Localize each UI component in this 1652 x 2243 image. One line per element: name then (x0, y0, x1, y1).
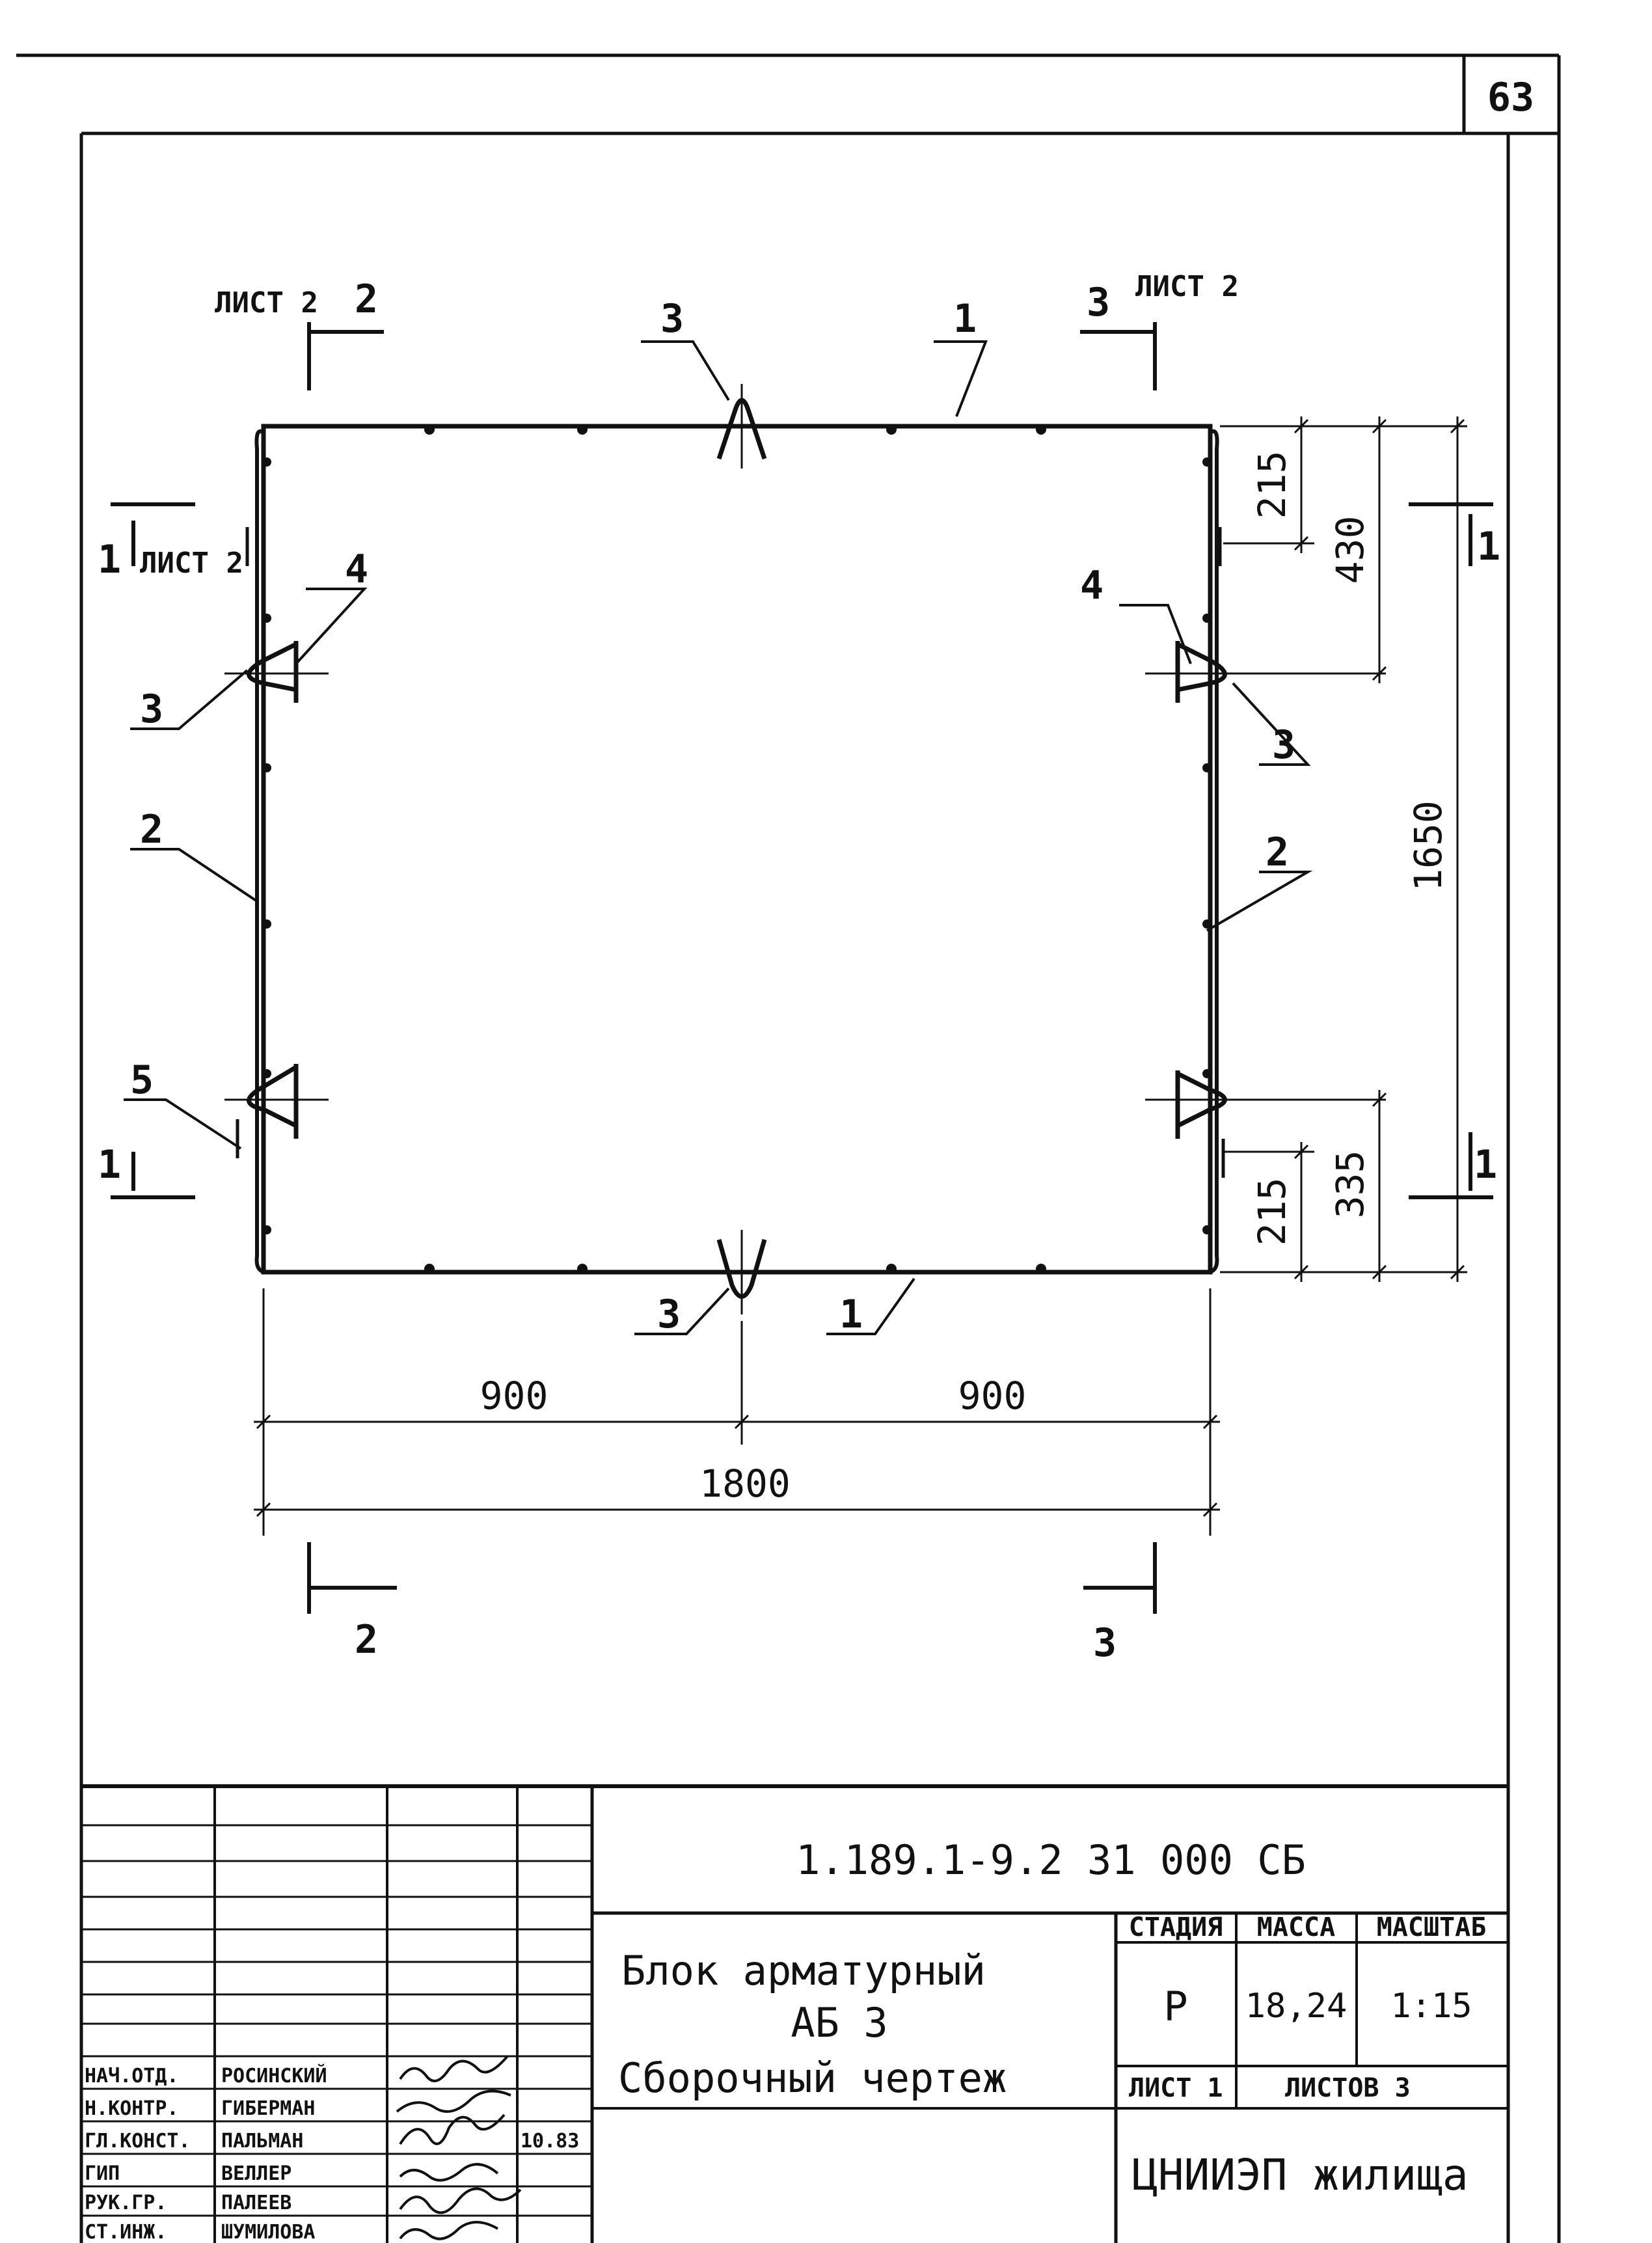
name-0: РОСИНСКИЙ (221, 2064, 327, 2087)
callout-right-bar: 2 (1266, 830, 1289, 875)
ref-top-left: ЛИСТ 2 (215, 286, 318, 319)
callout-bottom-bar: 1 (839, 1292, 863, 1337)
callout-bottom-anchor: 3 (657, 1292, 681, 1337)
col-mass: МАССА (1257, 1912, 1335, 1942)
cut-2-bottom: 2 (355, 1617, 378, 1663)
role-3: ГИП (85, 2162, 120, 2185)
callout-top-anchor: 3 (660, 296, 684, 342)
sheet-index: ЛИСТ 1 (1129, 2073, 1223, 2103)
name-3: ВЕЛЛЕР (221, 2162, 291, 2185)
name-1: ГИБЕРМАН (221, 2097, 316, 2120)
sheet-frame (16, 53, 1561, 2243)
scale-value: 1:15 (1390, 1987, 1472, 2026)
ref-left: ЛИСТ 2 (140, 547, 243, 580)
dim-height: 1650 (1406, 800, 1450, 891)
signatures (396, 2055, 522, 2240)
callout-left-loop: 3 (140, 686, 163, 732)
cut-3-top: 3 (1087, 280, 1110, 325)
dim-total-width: 1800 (699, 1461, 791, 1506)
doc-code: 1.189.1-9.2 31 000 СБ (796, 1836, 1306, 1884)
approval-date: 10.83 (521, 2130, 579, 2153)
callout-top-bar: 1 (953, 296, 977, 342)
title-block-grid (81, 1784, 1508, 2243)
section-labels: ЛИСТ 2 2 3 ЛИСТ 2 1 ЛИСТ 2 1 1 1 2 3 (98, 270, 1500, 1666)
name-2: ПАЛЬМАН (221, 2130, 303, 2153)
callout-numbers: 3 1 4 3 2 5 4 3 2 3 1 (130, 296, 1295, 1337)
role-0: НАЧ.ОТД. (85, 2065, 179, 2087)
callout-leaders (124, 340, 1313, 1335)
callout-right-loop: 3 (1272, 722, 1295, 768)
section-markers (111, 322, 1493, 1614)
dim-half-left: 900 (480, 1374, 548, 1418)
dim-bottom-215: 215 (1250, 1178, 1294, 1246)
ref-top-right: ЛИСТ 2 (1135, 270, 1239, 303)
weld-points (262, 424, 1212, 1274)
lifting-loops (224, 384, 1249, 1314)
cut-1-right-bottom: 1 (1474, 1142, 1497, 1188)
dim-top-215: 215 (1250, 451, 1294, 519)
name-5: ШУМИЛОВА (221, 2221, 316, 2243)
dim-top-430: 430 (1328, 516, 1372, 584)
name-4: ПАЛЕЕВ (221, 2192, 291, 2214)
mass-value: 18,24 (1245, 1987, 1347, 2026)
role-2: ГЛ.КОНСТ. (85, 2130, 191, 2153)
reinforcement-block (236, 424, 1225, 1275)
callout-right-plate: 4 (1080, 563, 1104, 608)
title-block-text: 1.189.1-9.2 31 000 СБ Блок арматурный АБ… (85, 1836, 1486, 2243)
cut-1-right: 1 (1477, 524, 1500, 569)
cut-3-bottom: 3 (1093, 1620, 1117, 1666)
role-1: Н.КОНТР. (85, 2097, 179, 2120)
callout-left-bar: 2 (140, 807, 163, 852)
title-line-3: Сборочный чертеж (618, 2054, 1007, 2102)
title-line-2: АБ 3 (791, 1999, 887, 2046)
sheet-count: ЛИСТОВ 3 (1285, 2073, 1411, 2103)
dimension-lines (254, 416, 1467, 1536)
organization: ЦНИИЭП жилища (1132, 2150, 1469, 2200)
role-5: СТ.ИНЖ. (85, 2221, 167, 2243)
dim-bottom-335: 335 (1328, 1150, 1372, 1219)
stage-value: Р (1163, 1983, 1187, 2030)
cut-2-top: 2 (355, 277, 378, 322)
role-4: РУК.ГР. (85, 2192, 167, 2214)
dimension-values: 900 900 1800 215 430 1650 335 215 (480, 451, 1450, 1506)
title-line-1: Блок арматурный (621, 1947, 986, 1994)
col-stage: СТАДИЯ (1129, 1912, 1223, 1942)
sheet-number: 63 (1487, 75, 1534, 120)
cut-1-left-bottom: 1 (98, 1142, 121, 1188)
cut-1-left: 1 (98, 537, 121, 582)
callout-left-lower: 5 (130, 1057, 154, 1103)
callout-left-plate: 4 (345, 547, 368, 592)
dim-half-right: 900 (958, 1374, 1027, 1418)
col-scale: МАСШТАБ (1377, 1912, 1487, 1942)
